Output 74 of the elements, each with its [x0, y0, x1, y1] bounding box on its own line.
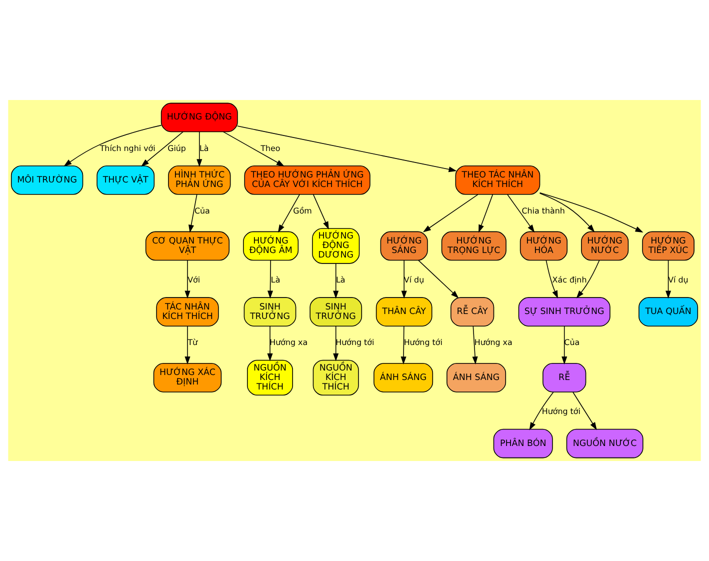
- arrow: [267, 260, 274, 299]
- edge-label: Chia thành: [522, 206, 565, 216]
- arrow: [64, 124, 162, 166]
- node-box: NGUỒN KÍCH THÍCH: [312, 360, 359, 396]
- node-box: SỰ SINH TRƯỞNG: [518, 297, 610, 327]
- arrow: [141, 131, 184, 167]
- edge-label: Của: [564, 338, 580, 348]
- node-box: THEO TÁC NHÂN KÍCH THÍCH: [455, 165, 540, 195]
- node-box: SINH TRƯỞNG: [310, 297, 362, 327]
- node-box: HƯỚNG XÁC ĐỊNH: [153, 363, 222, 392]
- arrow: [196, 131, 202, 168]
- node-box: HƯỚNG ĐỘNG ÂM: [243, 231, 299, 261]
- arrow: [572, 392, 597, 430]
- arrow: [188, 194, 198, 233]
- edge-label: Theo: [260, 144, 280, 153]
- node-box: HƯỚNG TRỌNG LỰC: [441, 231, 506, 261]
- edge-label: Hướng tới: [336, 338, 374, 348]
- edge-label: Là: [200, 144, 209, 153]
- node-box: HƯỚNG SÁNG: [380, 231, 428, 261]
- arrow: [576, 260, 600, 298]
- arrow: [333, 326, 339, 362]
- arrow: [539, 192, 644, 232]
- arrow: [184, 326, 190, 364]
- arrow: [400, 326, 406, 364]
- arrow: [184, 260, 190, 299]
- edge-label: Của: [194, 206, 210, 216]
- arrow: [222, 131, 284, 166]
- node-box: NGUỒN NƯỚC: [566, 428, 644, 458]
- node-box: NGUỒN KÍCH THÍCH: [247, 360, 294, 396]
- edge-label: Gồm: [293, 206, 312, 216]
- node-box: MÔI TRƯỜNG: [10, 165, 84, 195]
- node-box: RỄ CÂY: [450, 297, 494, 327]
- arrow: [278, 194, 300, 233]
- node-box: HƯỚNG HÓA: [520, 231, 568, 261]
- arrow: [333, 263, 339, 299]
- arrow: [666, 260, 672, 299]
- node-box: HƯỚNG TIẾP XÚC: [642, 231, 694, 261]
- node-box: RỄ: [542, 363, 586, 392]
- arrow: [478, 194, 494, 233]
- arrow: [422, 194, 478, 232]
- node-box: CƠ QUAN THỰC VẬT: [145, 231, 230, 261]
- edge-label: Là: [270, 275, 280, 284]
- arrow: [401, 260, 407, 299]
- arrow: [546, 260, 558, 298]
- node-box: HƯỚNG ĐỘNG DƯƠNG: [312, 228, 360, 264]
- edge-label: Hướng tới: [542, 407, 580, 416]
- edge-label: Hướng tới: [404, 338, 442, 348]
- node-box: ÁNH SÁNG: [374, 363, 434, 392]
- arrow: [267, 326, 273, 362]
- node-box: ÁNH SÁNG: [446, 363, 506, 392]
- node-box: HƯỚNG ĐỘNG: [160, 102, 238, 132]
- arrow: [312, 194, 329, 230]
- node-box: SINH TRƯỞNG: [244, 297, 296, 327]
- arrow: [507, 194, 535, 233]
- edge-label: Giúp: [168, 144, 186, 153]
- arrow: [237, 126, 457, 172]
- node-box: HƯỚNG NƯỚC: [581, 231, 629, 261]
- arrow: [562, 326, 568, 364]
- node-box: TÁC NHÂN KÍCH THÍCH: [156, 297, 219, 327]
- node-box: THÂN CÂY: [376, 297, 432, 327]
- arrow: [472, 326, 478, 364]
- node-box: PHÂN BÓN: [493, 428, 553, 458]
- node-box: THỰC VẬT: [96, 165, 155, 195]
- node-box: HÌNH THỨC PHẢN ỨNG: [168, 165, 231, 195]
- arrow: [529, 392, 554, 430]
- edge-label: Thích nghi với: [100, 144, 156, 153]
- node-box: TUA QUẤN: [638, 297, 698, 327]
- edge-label: Xác định: [552, 275, 587, 284]
- arrow: [418, 260, 459, 298]
- edge-label: Ví dụ: [668, 275, 688, 284]
- edge-label: Hướng xa: [474, 338, 512, 348]
- node-box: THEO HƯỚNG PHẢN ỨNG CỦA CÂY VỚI KÍCH THÍCH: [244, 165, 370, 195]
- arrow: [539, 192, 595, 232]
- edge-label: Là: [336, 275, 346, 284]
